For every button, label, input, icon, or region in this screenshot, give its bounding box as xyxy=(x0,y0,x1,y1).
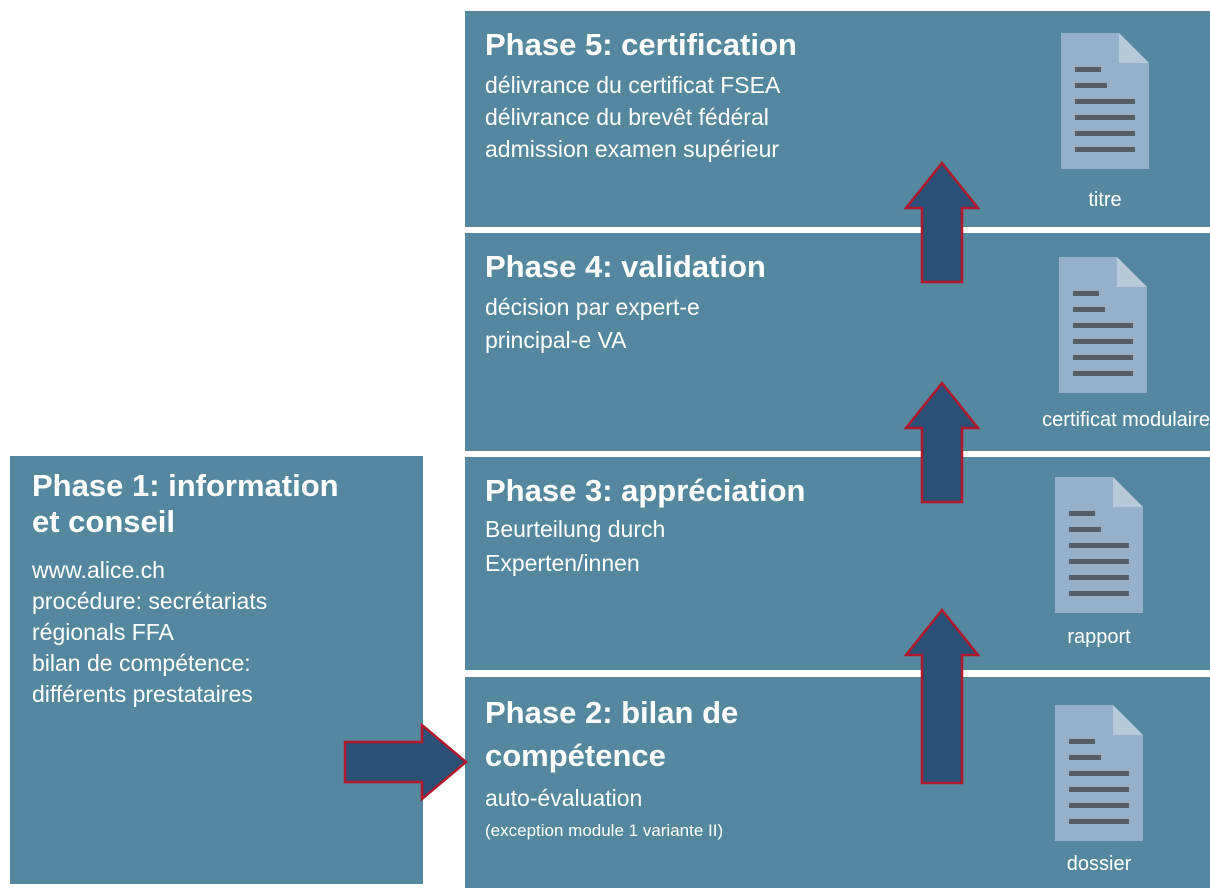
phase-1-box: Phase 1: information et conseil www.alic… xyxy=(10,456,423,884)
phase-3-box: Phase 3: appréciation Beurteilung durch … xyxy=(465,457,1210,670)
phase-3-title: Phase 3: appréciation xyxy=(485,473,806,508)
phase-5-box: Phase 5: certification délivrance du cer… xyxy=(465,11,1210,227)
phase-1-line: bilan de compétence: xyxy=(32,650,251,676)
phase-2-note: (exception module 1 variante II) xyxy=(485,821,724,840)
phase-4-line: décision par expert-e xyxy=(485,294,700,320)
arrow-phase-4-to-5 xyxy=(903,160,981,284)
phase-3-line: Experten/innen xyxy=(485,550,640,576)
phase-4-title: Phase 4: validation xyxy=(485,249,766,284)
document-label-titre: titre xyxy=(1088,189,1122,211)
arrow-phase-2-to-3 xyxy=(903,607,981,785)
document-label-certificat-modulaire: certificat modulaire xyxy=(1042,409,1210,431)
phase-5-line: admission examen supérieur xyxy=(485,136,780,162)
phase-2-box: Phase 2: bilan de compétence auto-évalua… xyxy=(465,677,1210,888)
phase-5-line: délivrance du brevêt fédéral xyxy=(485,104,769,130)
document-label-dossier: dossier xyxy=(1066,853,1132,875)
phase-1-line: procédure: secrétariats xyxy=(32,588,268,614)
document-icon xyxy=(1059,257,1147,393)
phase-1-line: différents prestataires xyxy=(32,681,253,707)
document-label-rapport: rapport xyxy=(1067,626,1131,648)
phase-5-title: Phase 5: certification xyxy=(485,27,797,62)
phase-2-title-line1: Phase 2: bilan de xyxy=(485,695,739,730)
phase-1-title-line1: Phase 1: information xyxy=(32,468,339,503)
phase-5-line: délivrance du certificat FSEA xyxy=(485,72,781,98)
phase-1-line: régionals FFA xyxy=(32,619,174,645)
phase-1-line: www.alice.ch xyxy=(32,557,165,583)
phase-2-line: auto-évaluation xyxy=(485,785,643,811)
phase-3-line: Beurteilung durch xyxy=(485,516,666,542)
phase-2-title-line2: compétence xyxy=(485,738,666,773)
document-icon xyxy=(1055,705,1143,841)
phase-4-box: Phase 4: validation décision par expert-… xyxy=(465,233,1210,451)
document-icon xyxy=(1061,33,1149,169)
phase-4-line: principal-e VA xyxy=(485,327,627,353)
phase-1-title-line2: et conseil xyxy=(32,504,175,539)
arrow-phase-1-to-2 xyxy=(343,722,468,802)
arrow-phase-3-to-4 xyxy=(903,380,981,504)
document-icon xyxy=(1055,477,1143,613)
